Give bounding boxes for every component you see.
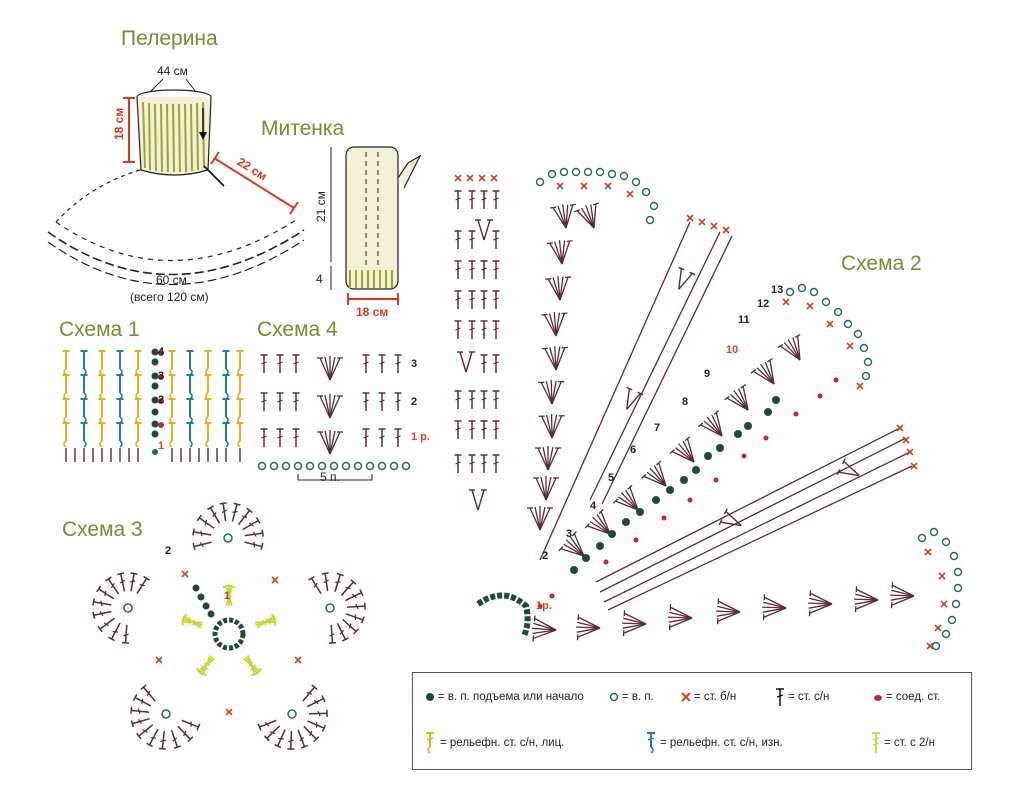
legend-item-relief-back: = рельефн. ст. с/н, изн.	[645, 731, 783, 755]
scheme1-row-4: 4	[158, 346, 165, 358]
scheme2-row-4: 4	[590, 500, 597, 512]
pelerina-bottom-width: 60 см	[156, 273, 187, 287]
scheme1-title: Схема 1	[59, 318, 140, 341]
cross-icon	[681, 692, 691, 702]
legend-item-chain: = в. п.	[609, 691, 654, 703]
scheme2-row-3: 3	[566, 528, 573, 540]
scheme2-row-6: 6	[630, 444, 637, 456]
pelerina-drawing	[47, 78, 305, 286]
open-circle-icon	[609, 692, 619, 702]
pelerina-total-width: (всего 120 см)	[130, 290, 209, 304]
scheme3-title: Схема 3	[62, 518, 143, 541]
scheme2-row-13: 13	[771, 284, 784, 296]
relief-back-icon	[647, 732, 655, 754]
scheme3-flower	[84, 503, 375, 763]
legend-item-single-crochet: = ст. б/н	[681, 691, 736, 703]
legend-item-treble: = ст. с 2/н	[871, 731, 935, 755]
t2-stitch-icon	[872, 732, 880, 753]
scheme3-row-2: 2	[165, 545, 172, 557]
scheme2-row-12: 12	[757, 298, 770, 310]
mitenka-height: 21 см	[314, 191, 328, 222]
mitenka-drawing	[330, 146, 422, 305]
scheme1-grid	[61, 348, 245, 462]
scheme2-bottom-arm	[530, 581, 916, 644]
mitenka-width: 18 см	[356, 305, 389, 319]
pelerina-top-width: 44 см	[157, 64, 188, 78]
scheme2-row-7: 7	[654, 422, 661, 434]
scheme4-repeat: 5 п.	[320, 470, 340, 484]
scheme2-title: Схема 2	[841, 252, 922, 275]
legend-item-start-chain: = в. п. подъема или начало	[425, 691, 584, 703]
legend-item-relief-front: = рельефн. ст. с/н, лиц.	[425, 731, 564, 755]
scheme2-row-8: 8	[682, 396, 689, 408]
scheme4-title: Схема 4	[257, 318, 338, 341]
relief-front-icon	[426, 732, 434, 754]
scheme1-row-1: 1	[158, 440, 165, 452]
scheme4-row-2: 2	[411, 396, 418, 408]
scheme1-row-2: 2	[158, 394, 165, 406]
scheme3-row-1: 1	[224, 590, 231, 602]
legend-item-slip-stitch: = соед. ст.	[873, 691, 940, 703]
dark-dot-icon	[426, 692, 434, 701]
mitenka-title: Митенка	[261, 117, 345, 140]
scheme2-row-5: 5	[608, 472, 615, 484]
mitenka-cuff: 4	[316, 272, 323, 286]
scheme4-grid	[257, 354, 411, 481]
scheme2-column-vertical	[453, 174, 501, 511]
scheme2-row-1: 1р.	[536, 600, 552, 612]
scheme4-row-1: 1 р.	[411, 431, 430, 443]
scheme2-row-11: 11	[738, 314, 750, 326]
legend-box: = в. п. подъема или начало = в. п. = ст.…	[412, 672, 972, 770]
scheme2-fan	[453, 167, 963, 651]
scheme2-row-2: 2	[542, 550, 549, 562]
t-stitch-icon	[776, 688, 784, 706]
slip-dot-icon	[874, 694, 882, 701]
scheme4-row-3: 3	[411, 358, 418, 370]
scheme2-column-2	[526, 167, 659, 531]
scheme2-row-9: 9	[704, 368, 711, 380]
legend-item-double-crochet: = ст. с/н	[775, 687, 829, 707]
pelerina-title: Пелерина	[121, 27, 218, 50]
scheme2-fan-arms	[556, 332, 812, 567]
scheme2-column-diag	[539, 221, 733, 561]
scheme2-row-10: 10	[726, 344, 739, 356]
scheme1-row-3: 3	[158, 370, 165, 382]
pelerina-height: 18 см	[112, 107, 126, 140]
